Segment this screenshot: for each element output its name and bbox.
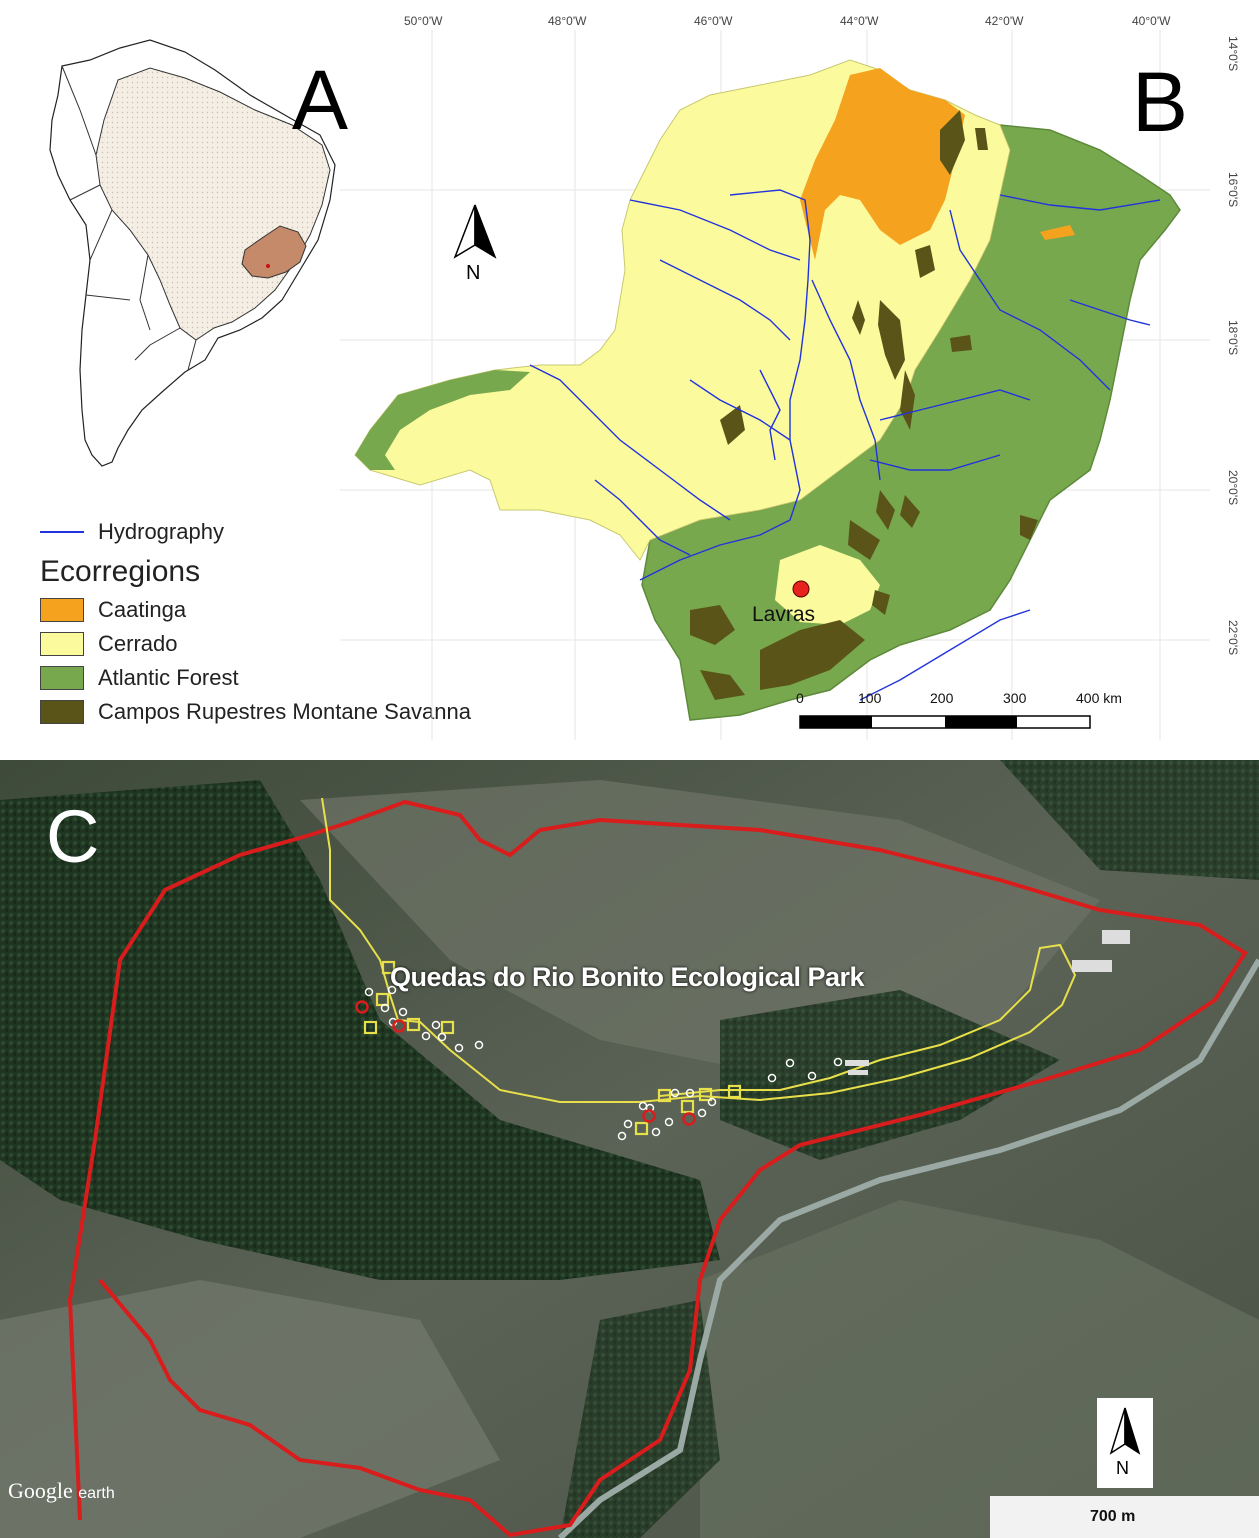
google-earth-logo: Google earth	[8, 1478, 115, 1504]
panel-b: B N Lavras 50°0'W 48°0'W 46°0'W 44°0'W 4…	[0, 0, 1259, 760]
red-circle-markers	[355, 1000, 696, 1126]
scale-label-c: 700 m	[1090, 1508, 1136, 1525]
satellite-image	[0, 760, 1259, 1538]
lavras-label: Lavras	[752, 603, 816, 626]
scale-label: 400 km	[1076, 690, 1122, 706]
square-markers	[363, 960, 742, 1136]
scale-label: 100	[858, 690, 882, 706]
atlantic-forest-swatch	[40, 666, 84, 690]
lat-label: 18°0'S	[1226, 320, 1240, 356]
lat-label: 16°0'S	[1226, 172, 1240, 208]
campos-rupestres-patches	[690, 110, 1038, 700]
campos-rupestres-swatch	[40, 700, 84, 724]
park-boundary	[67, 799, 1248, 1538]
country-borders	[61, 65, 197, 371]
road	[557, 958, 1259, 1538]
lat-label: 22°0'S	[1226, 620, 1240, 656]
lavras-marker	[792, 580, 810, 598]
lon-label: 50°0'W	[404, 14, 443, 28]
caatinga-east-sliver	[1040, 225, 1075, 240]
caatinga-swatch	[40, 598, 84, 622]
lon-label: 40°0'W	[1132, 14, 1171, 28]
minas-gerais-map	[340, 30, 1210, 740]
caatinga-region	[800, 68, 965, 260]
legend-hydrography: Hydrography	[40, 515, 520, 549]
panel-c-satellite	[0, 760, 1259, 1538]
minas-gerais-highlight	[241, 225, 307, 279]
buildings	[845, 930, 1130, 1075]
panel-b-letter: B	[1132, 55, 1189, 149]
park-name: Quedas do Rio Bonito Ecological Park	[390, 962, 865, 992]
north-label-b: N	[466, 262, 481, 284]
north-label-c: N	[1116, 1458, 1129, 1478]
scale-label: 200	[930, 690, 954, 706]
cerrado-south-pocket	[775, 545, 880, 625]
scale-bar	[799, 715, 1091, 729]
north-arrow-b	[453, 204, 497, 259]
lat-label: 20°0'S	[1226, 470, 1240, 506]
scale-box-c: 700 m	[990, 1496, 1259, 1538]
panel-a-letter: A	[292, 53, 349, 147]
legend-item-atlantic-forest: Atlantic Forest	[40, 661, 520, 695]
circle-markers	[364, 985, 843, 1141]
lavras-locator-dot	[266, 264, 270, 268]
scale-label: 300	[1003, 690, 1027, 706]
legend-item-cerrado: Cerrado	[40, 627, 520, 661]
legend-item-label: Campos Rupestres Montane Savanna	[98, 699, 471, 724]
lon-label: 44°0'W	[840, 14, 879, 28]
panel-c-letter: C	[46, 795, 100, 878]
legend-hydrography-label: Hydrography	[98, 519, 224, 544]
legend-item-campos-rupestres: Campos Rupestres Montane Savanna	[40, 695, 520, 729]
hydrography-swatch	[40, 531, 84, 533]
south-america-map	[49, 39, 336, 467]
map-legend: Hydrography Ecorregions Caatinga Cerrado…	[40, 515, 520, 729]
lon-label: 46°0'W	[694, 14, 733, 28]
atlantic-forest-west	[355, 370, 530, 470]
panel-a: A Hydrography Ecorregions Caatinga Cerra…	[0, 0, 471, 760]
legend-item-label: Cerrado	[98, 631, 178, 656]
brand-suffix: earth	[78, 1485, 115, 1502]
hydrography-rivers	[529, 189, 1161, 701]
north-arrow-c	[1097, 1398, 1153, 1488]
legend-item-label: Caatinga	[98, 597, 187, 622]
lon-label: 48°0'W	[548, 14, 587, 28]
cerrado-swatch	[40, 632, 84, 656]
legend-heading: Ecorregions	[40, 555, 201, 588]
brand-name: Google	[8, 1478, 73, 1503]
scale-label: 0	[796, 690, 804, 706]
legend-item-caatinga: Caatinga	[40, 593, 520, 627]
lon-label: 42°0'W	[985, 14, 1024, 28]
lat-label: 14°0'S	[1226, 36, 1240, 72]
legend-item-label: Atlantic Forest	[98, 665, 239, 690]
